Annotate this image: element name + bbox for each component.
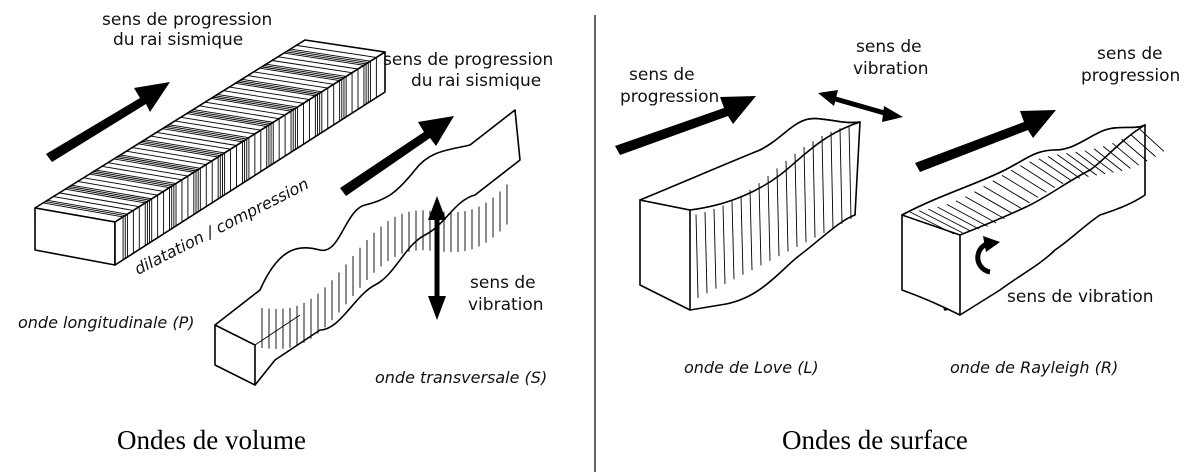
rayleigh-progression-label-2: progression xyxy=(1081,66,1180,86)
s-wave-diagram xyxy=(214,109,521,386)
rayleigh-wave-diagram xyxy=(901,110,1165,316)
love-wave-vertical-lines xyxy=(695,125,852,298)
love-vibration-label-2: vibration xyxy=(853,59,929,79)
love-wave-name: onde de Love (L) xyxy=(684,358,819,377)
love-vibration-label-1: sens de xyxy=(856,37,922,57)
rayleigh-progression-label-1: sens de xyxy=(1097,44,1163,64)
s-progression-label-2: du rai sismique xyxy=(411,71,541,91)
p-progression-label-1: sens de progression xyxy=(102,10,272,30)
s-wave-progression-arrow xyxy=(340,116,454,196)
love-wave-block-front xyxy=(639,199,691,311)
love-progression-label-1: sens de xyxy=(629,65,695,85)
p-wave-progression-arrow xyxy=(46,82,170,162)
p-wave-compression-lines xyxy=(43,44,377,260)
rayleigh-wave-progression-arrow xyxy=(915,110,1056,172)
love-wave-vibration-arrow-right xyxy=(882,106,903,122)
love-wave-vibration-shaft xyxy=(831,95,889,117)
s-wave-vibration-arrow-up xyxy=(428,196,446,220)
love-wave-block-top xyxy=(639,117,861,211)
s-vibration-label-2: vibration xyxy=(468,295,544,315)
p-wave-diagram xyxy=(34,39,386,266)
surface-caption: Ondes de surface xyxy=(782,425,968,455)
love-progression-label-2: progression xyxy=(620,87,719,107)
love-wave-vibration-arrow-left xyxy=(818,90,838,106)
rayleigh-wave-block-top xyxy=(901,124,1146,236)
love-wave-progression-arrow xyxy=(615,96,756,155)
rayleigh-wave-surface-lines xyxy=(909,129,1165,235)
rayleigh-wave-name: onde de Rayleigh (R) xyxy=(950,358,1118,377)
volume-caption: Ondes de volume xyxy=(117,425,306,455)
rayleigh-vibration-arrowhead xyxy=(983,236,1000,252)
s-progression-label-1: sens de progression xyxy=(383,50,553,70)
rayleigh-vibration-label: sens de vibration xyxy=(1007,287,1154,307)
s-wave-name: onde transversale (S) xyxy=(375,368,547,387)
p-progression-label-2: du rai sismique xyxy=(113,30,243,50)
s-wave-vibration-arrow-down xyxy=(428,296,446,320)
love-wave-diagram xyxy=(615,90,903,311)
p-wave-name: onde longitudinale (P) xyxy=(18,313,194,332)
s-wave-vertical-lines xyxy=(261,184,508,349)
s-wave-block xyxy=(214,109,521,386)
s-vibration-label-1: sens de xyxy=(470,273,536,293)
